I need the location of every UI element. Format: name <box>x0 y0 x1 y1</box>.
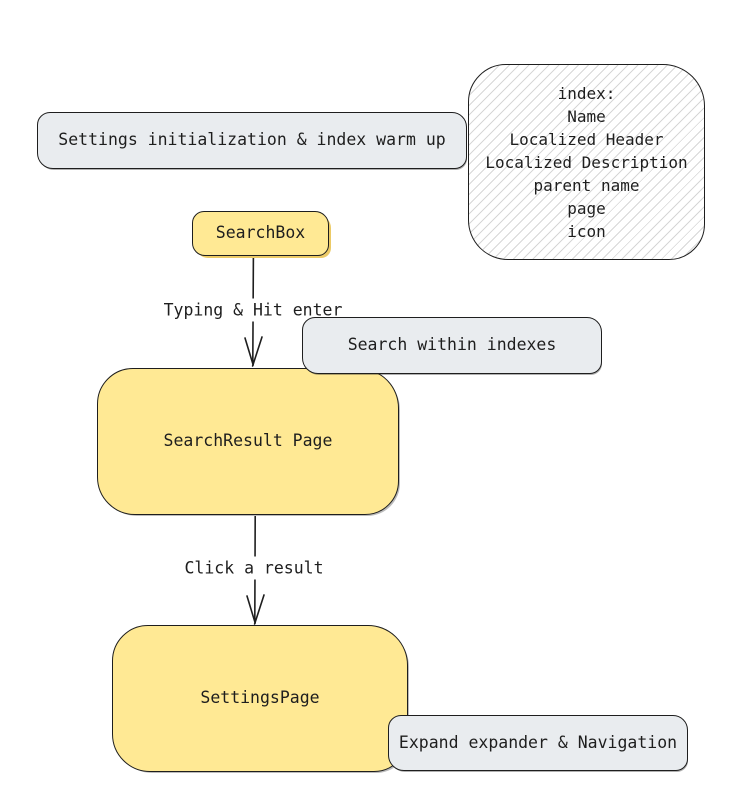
edge-label-click-a-result: Click a result <box>179 556 329 580</box>
index-note-line: parent name <box>533 175 640 195</box>
node-searchresult-page: SearchResult Page <box>97 368 399 515</box>
node-settingspage: SettingsPage <box>112 625 408 772</box>
node-expand-expander-navigation: Expand expander & Navigation <box>388 715 688 771</box>
index-note-line: Name <box>567 106 606 126</box>
index-note-line: index: <box>557 83 616 103</box>
index-note-line: Localized Description <box>485 152 688 172</box>
node-searchbox: SearchBox <box>192 211 329 256</box>
edge-label-typing-hit-enter: Typing & Hit enter <box>158 298 348 322</box>
node-search-within-indexes: Search within indexes <box>302 317 602 374</box>
index-note-line: icon <box>567 221 606 241</box>
node-settings-initialization: Settings initialization & index warm up <box>37 112 467 169</box>
index-note-line: page <box>567 198 606 218</box>
index-note-line: Localized Header <box>509 129 664 149</box>
node-index-fields-note: index: Name Localized Header Localized D… <box>468 64 705 260</box>
